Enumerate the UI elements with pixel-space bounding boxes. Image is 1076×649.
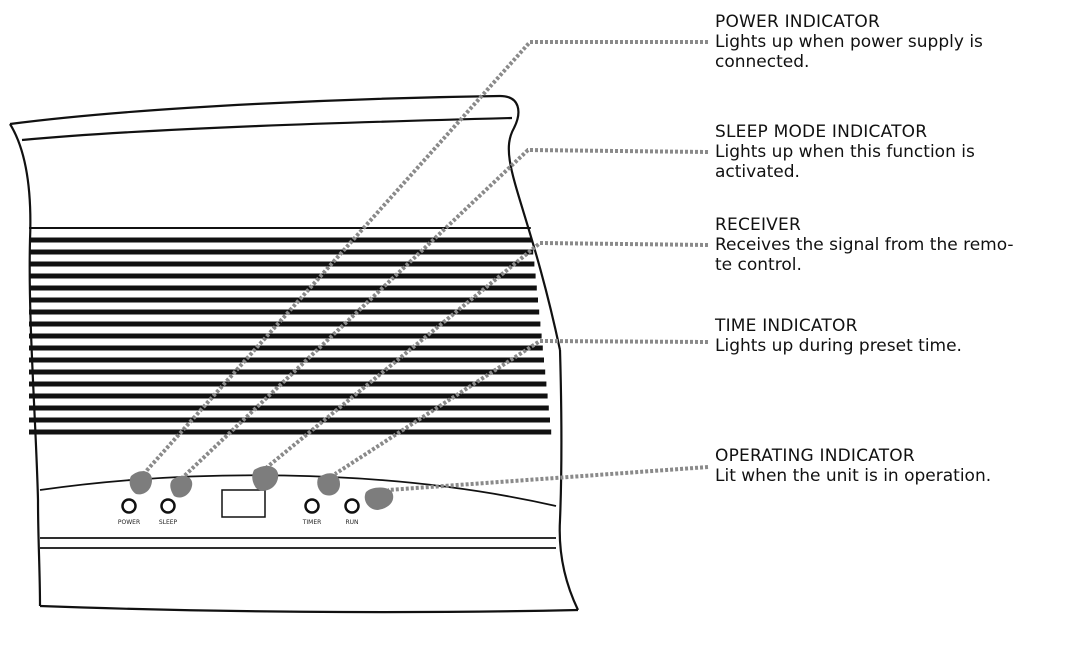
bottom-outline <box>39 604 579 614</box>
left-side-outline <box>9 123 42 607</box>
leader-lines <box>138 40 709 492</box>
callout-desc-line: activated. <box>715 162 800 182</box>
marker-power <box>129 471 152 495</box>
sleep-indicator-led <box>160 498 176 514</box>
panel-label-power: POWER <box>118 519 140 526</box>
leader-timer <box>333 338 709 476</box>
front-grille <box>29 227 552 435</box>
callout-operating-indicator: OPERATING INDICATOR Lit when the unit is… <box>715 446 991 486</box>
run-indicator-led <box>344 498 360 514</box>
timer-indicator-led <box>304 498 320 514</box>
callout-desc-line: Lights up when power supply is <box>715 32 983 52</box>
callout-title: POWER INDICATOR <box>715 12 880 32</box>
callout-desc-line: connected. <box>715 52 810 72</box>
leader-sleep <box>178 147 709 482</box>
receiver-window <box>221 489 266 518</box>
top-cap-outline <box>9 94 562 351</box>
marker-timer <box>317 473 340 496</box>
callout-title: TIME INDICATOR <box>715 316 858 336</box>
top-band-line <box>21 116 513 142</box>
callout-desc-line: Lights up during preset time. <box>715 336 962 356</box>
callout-desc-line: Lights up when this function is <box>715 142 975 162</box>
leader-receiver <box>264 240 709 470</box>
callout-time-indicator: TIME INDICATOR Lights up during preset t… <box>715 316 962 356</box>
callout-title: OPERATING INDICATOR <box>715 446 915 466</box>
callout-receiver: RECEIVER Receives the signal from the re… <box>715 215 1014 275</box>
marker-sleep <box>170 475 193 498</box>
control-panel <box>39 474 557 549</box>
callout-title: RECEIVER <box>715 215 801 235</box>
leader-power <box>138 40 708 480</box>
panel-label-sleep: SLEEP <box>159 519 178 526</box>
callout-sleep-mode-indicator: SLEEP MODE INDICATOR Lights up when this… <box>715 122 975 182</box>
right-side-outline <box>558 349 579 611</box>
panel-label-run: RUN <box>345 519 358 526</box>
callout-power-indicator: POWER INDICATOR Lights up when power sup… <box>715 12 983 72</box>
panel-label-timer: TIMER <box>302 519 322 526</box>
callout-desc-line: Lit when the unit is in operation. <box>715 466 992 486</box>
power-indicator-led <box>121 498 137 514</box>
callout-title: SLEEP MODE INDICATOR <box>715 122 928 142</box>
pointer-markers <box>129 465 394 510</box>
callout-desc-line: te control. <box>715 255 802 275</box>
marker-operating <box>364 487 394 510</box>
device-body <box>9 94 579 614</box>
leader-operating <box>387 465 709 492</box>
panel-top-curve <box>39 474 557 507</box>
callout-desc-line: Receives the signal from the remo- <box>715 235 1014 255</box>
marker-receiver <box>252 465 279 491</box>
